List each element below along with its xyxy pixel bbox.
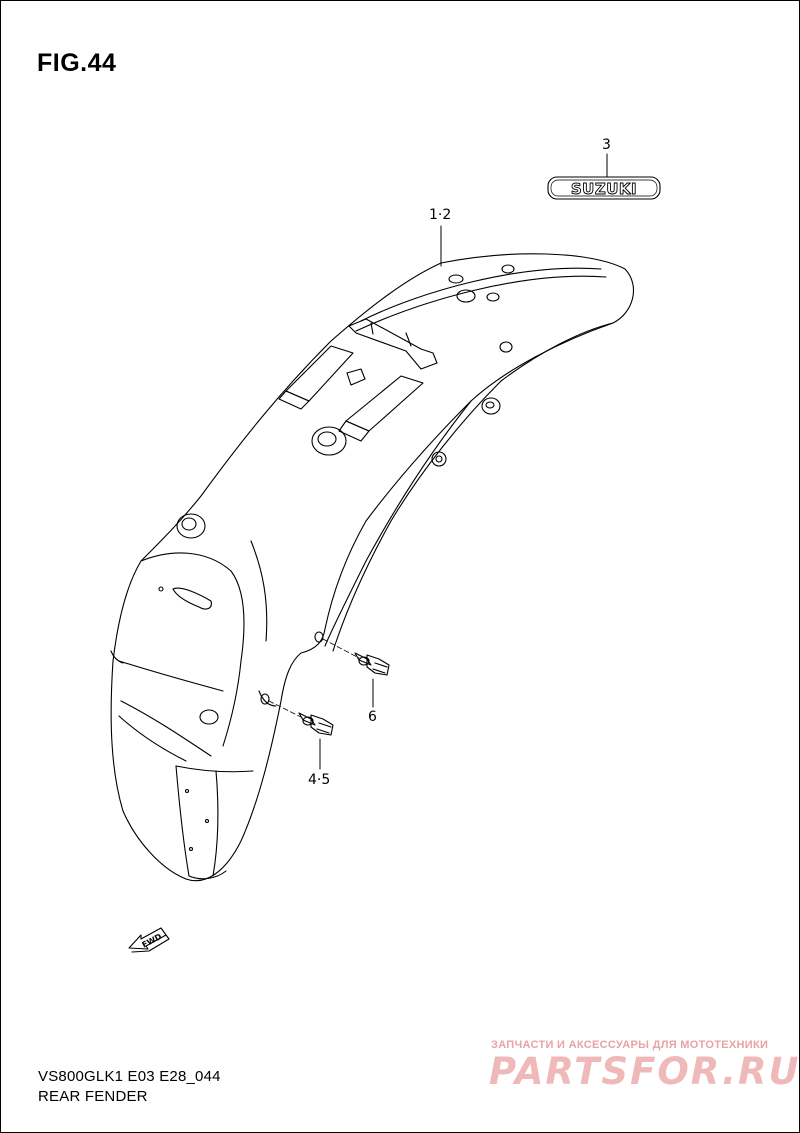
callout-bolt-lower: 4·5 [308, 772, 331, 788]
fender-details [158, 264, 515, 852]
callout-fender: 1·2 [429, 207, 452, 223]
watermark-tagline: ЗАПЧАСТИ И АКСЕССУАРЫ ДЛЯ МОТОТЕХНИКИ [491, 1039, 769, 1051]
callout-bolt-upper: 6 [368, 709, 377, 725]
suzuki-emblem-icon: SUZUKI [547, 176, 661, 200]
leader-lines [319, 153, 608, 770]
figure-title: FIG.44 [37, 49, 117, 77]
fwd-arrow-icon: FWD [128, 927, 170, 953]
emblem-text: SUZUKI [571, 180, 637, 198]
callout-emblem: 3 [602, 137, 611, 153]
model-code: VS800GLK1 E03 E28_044 [38, 1068, 221, 1085]
bolt-center-lines [268, 638, 360, 719]
fender-body [110, 253, 634, 882]
bolt-icon [354, 652, 390, 676]
watermark-site: PARTSFOR.RU [489, 1050, 800, 1093]
bolt-icon [298, 712, 334, 736]
part-name: REAR FENDER [38, 1088, 148, 1105]
